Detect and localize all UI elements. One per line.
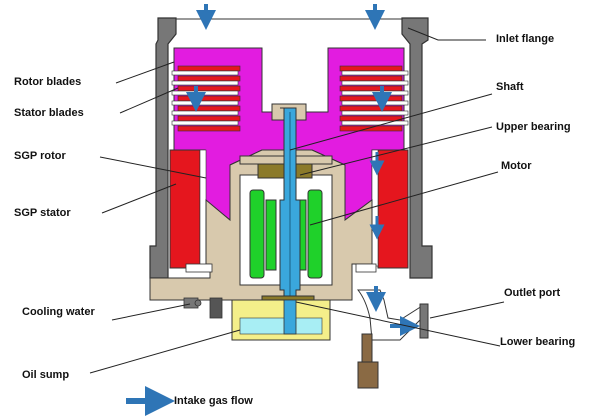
motor-winding-left-inner [265,199,277,271]
leader-cooling-water [111,303,191,321]
label-shaft: Shaft [496,81,524,93]
base-right-foot [355,263,377,273]
leader-sgp-stator [101,183,177,214]
sgp-gap-left [199,149,207,267]
leader-inlet-flange [407,27,486,41]
leader-sgp-rotor [99,156,207,179]
motor-winding-right-outer [307,189,323,279]
outlet-port [356,289,429,389]
label-upper-bearing: Upper bearing [496,121,571,133]
base-left-foot [185,263,213,273]
label-lower-bearing: Lower bearing [500,336,576,348]
sgp-stator-left [169,149,201,269]
shaft-in-oil [283,299,297,335]
leader-motor [309,171,499,226]
label-rotor-blades: Rotor blades [14,76,82,88]
leader-lines [89,27,505,374]
rotor-blades-left [177,65,241,132]
motor-winding-left-outer [249,189,265,279]
legend-label-intake-gas-flow: Intake gas flow [174,395,253,407]
leader-lower-bearing [295,301,501,347]
sgp-stator-right [377,149,409,269]
label-outlet-port: Outlet port [504,287,561,299]
label-oil-sump: Oil sump [22,369,70,381]
label-inlet-flange: Inlet flange [496,33,555,45]
leader-rotor-blades [115,61,175,84]
leader-shaft [289,93,493,151]
label-motor: Motor [501,160,532,172]
rotor-blades-right [339,65,403,132]
label-sgp-stator: SGP stator [14,207,71,219]
leader-oil-sump [89,329,241,374]
oil-level [239,317,323,335]
gas-flow-arrows [186,4,420,336]
cooling-water-fitting [183,297,223,319]
leader-upper-bearing [299,126,493,176]
label-cooling-water: Cooling water [22,306,95,318]
label-stator-blades: Stator blades [14,107,84,119]
leader-outlet-port [429,301,505,319]
leader-stator-blades [119,87,179,114]
label-sgp-rotor: SGP rotor [14,150,66,162]
